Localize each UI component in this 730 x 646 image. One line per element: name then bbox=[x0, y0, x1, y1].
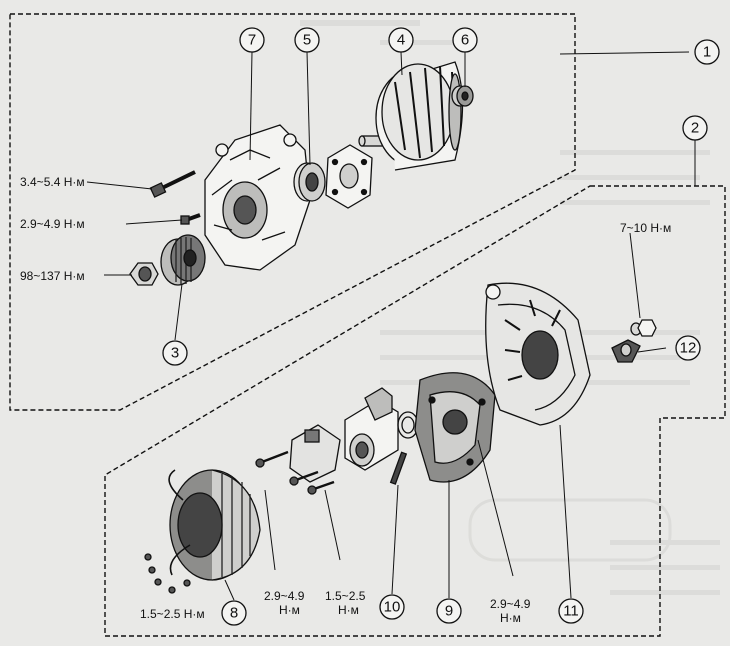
callout-9: 9 bbox=[436, 598, 462, 624]
torque-label-short-bolt: 2.9~4.9 Н·м bbox=[20, 217, 85, 231]
callout-4-label: 4 bbox=[397, 32, 405, 49]
leader-lines bbox=[86, 51, 696, 601]
callout-8: 8 bbox=[221, 600, 247, 626]
pulley-nut bbox=[129, 262, 159, 286]
callout-5: 5 bbox=[294, 27, 320, 53]
callout-6-label: 6 bbox=[461, 32, 469, 49]
torque-label-long-bolt: 3.4~5.4 Н·м bbox=[20, 175, 85, 189]
front-bearing bbox=[293, 162, 326, 202]
callout-8-label: 8 bbox=[230, 605, 238, 622]
callout-7-label: 7 bbox=[248, 32, 256, 49]
torque-label-brush-screw-a: 2.9~4.9 bbox=[264, 589, 305, 603]
terminal-insulator bbox=[611, 339, 641, 363]
torque-label-pulley-nut: 98~137 Н·м bbox=[20, 269, 85, 283]
callout-12: 12 bbox=[675, 335, 701, 361]
rotor bbox=[358, 61, 464, 171]
callout-3: 3 bbox=[162, 340, 188, 366]
brush-holder-screws bbox=[255, 450, 335, 495]
torque-unit-brush-screw-a: Н·м bbox=[279, 603, 300, 617]
rear-bracket bbox=[485, 282, 591, 426]
torque-label-stator-screws: 1.5~2.5 Н·м bbox=[140, 607, 205, 621]
bearing-retainer-plate bbox=[325, 144, 373, 209]
torque-unit-rectifier-screws: Н·м bbox=[500, 611, 521, 625]
callout-9-label: 9 bbox=[445, 603, 453, 620]
bolt-short bbox=[180, 213, 201, 225]
callout-5-label: 5 bbox=[303, 32, 311, 49]
callout-1-label: 1 bbox=[703, 44, 711, 61]
torque-unit-brush-screw-b: Н·м bbox=[338, 603, 359, 617]
front-bracket bbox=[204, 124, 311, 271]
rear-group-dashed-boundary bbox=[104, 185, 726, 637]
terminal-nut bbox=[630, 319, 657, 337]
callout-10: 10 bbox=[379, 594, 405, 620]
brush-holder bbox=[289, 424, 341, 483]
torque-label-rectifier-screws: 2.9~4.9 bbox=[490, 597, 531, 611]
callout-6: 6 bbox=[452, 27, 478, 53]
callout-2-label: 2 bbox=[691, 120, 699, 137]
callout-3-label: 3 bbox=[171, 345, 179, 362]
through-bolt-long bbox=[149, 170, 196, 198]
callout-11-label: 11 bbox=[563, 603, 579, 620]
torque-label-brush-screw-b: 1.5~2.5 bbox=[325, 589, 366, 603]
stator-screws bbox=[144, 553, 191, 594]
torque-label-terminal-nut: 7~10 Н·м bbox=[620, 221, 671, 235]
callout-12-label: 12 bbox=[680, 340, 697, 357]
callout-10-label: 10 bbox=[384, 599, 401, 616]
pulley bbox=[160, 234, 206, 286]
callout-1: 1 bbox=[694, 39, 720, 65]
stator bbox=[168, 469, 261, 581]
callout-11: 11 bbox=[558, 598, 584, 624]
rectifier bbox=[414, 372, 496, 483]
callout-7: 7 bbox=[239, 27, 265, 53]
rear-bearing bbox=[451, 85, 474, 107]
front-group-dashed-boundary bbox=[9, 13, 576, 411]
callout-2: 2 bbox=[682, 115, 708, 141]
voltage-regulator bbox=[344, 387, 408, 485]
callout-4: 4 bbox=[388, 27, 414, 53]
